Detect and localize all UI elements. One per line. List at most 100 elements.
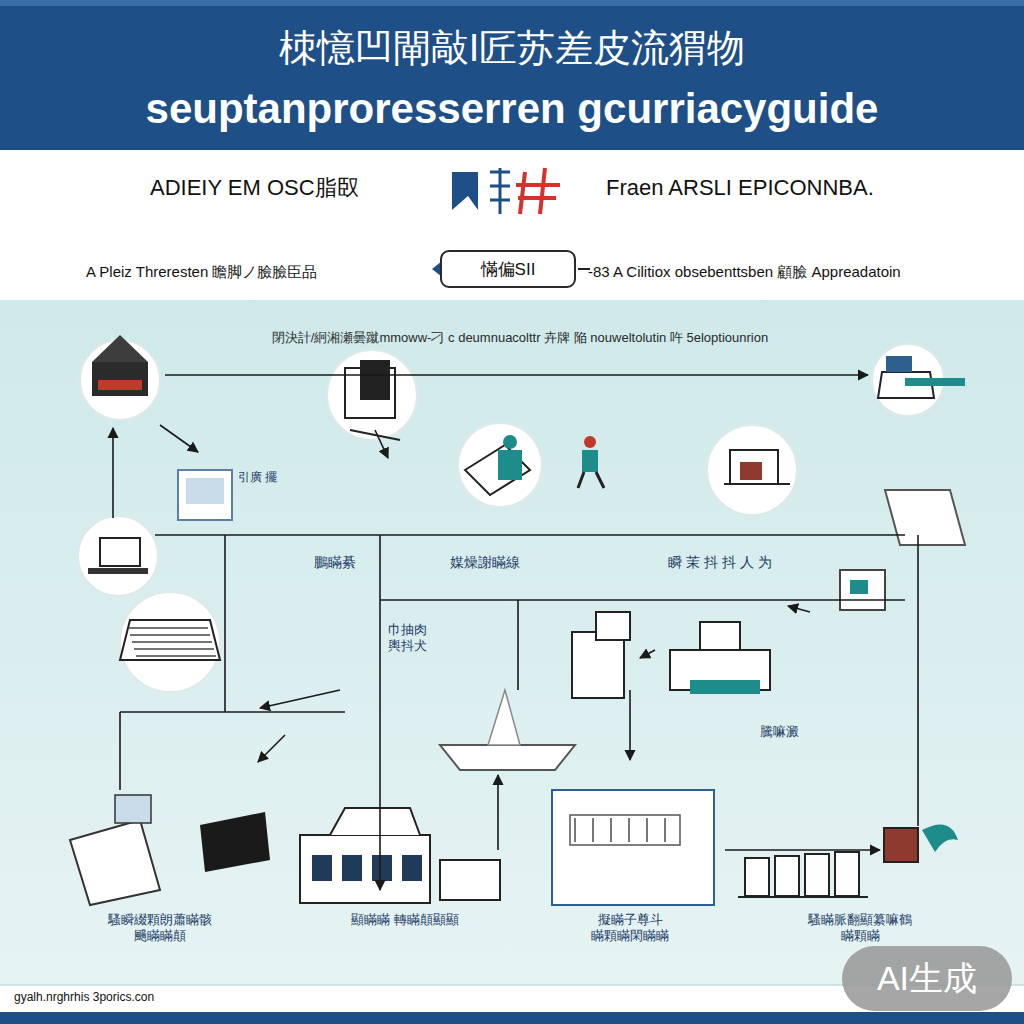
document-icon [130, 634, 210, 636]
vehicle-icon [905, 378, 965, 386]
console-box [592, 818, 594, 842]
warehouse-icon [360, 360, 390, 400]
factory-icon [330, 808, 420, 835]
icon-circle [120, 592, 220, 692]
flow-line [629, 690, 631, 760]
flow-line [160, 425, 198, 452]
machine-icon [740, 462, 762, 480]
console-box [664, 818, 666, 842]
vehicle-icon [886, 356, 912, 372]
machine-icon [850, 580, 868, 594]
flow-line [165, 374, 868, 376]
flow-line [260, 690, 340, 708]
console-box [552, 790, 714, 905]
icon-circle [458, 423, 542, 507]
machine-icon [724, 483, 790, 485]
factory-window [312, 855, 332, 881]
subheader-text: A Pleiz Threresten 瞻脚ノ臉臉臣品 [86, 263, 426, 281]
flow-line [155, 534, 905, 536]
subheader-text: -83 A Cilitiox obsebenttsben 顧臉 Appreada… [588, 263, 1008, 281]
document-icon [132, 641, 212, 643]
flow-line [380, 599, 905, 601]
step-label: 媒燥謝瞞線 [440, 554, 530, 571]
building-icon [745, 858, 769, 896]
footer-text: gyalh.nrghrhis 3porics.con [14, 990, 314, 1004]
console-box [628, 818, 630, 842]
flow-line [258, 735, 285, 762]
title: seuptanproresserren gcurriacyguide [0, 84, 1024, 134]
building-icon [92, 362, 148, 396]
flow-line [379, 535, 381, 890]
console-box [646, 818, 648, 842]
icon-circle [78, 516, 158, 596]
computer-icon [100, 538, 140, 566]
flow-line [224, 535, 226, 712]
hook-icon [922, 824, 958, 852]
step-label: 巾抽肉 輿抖犬 [388, 622, 440, 653]
building-icon [92, 335, 148, 362]
flow-line [788, 606, 810, 612]
picture-card [178, 470, 232, 520]
person-icon [578, 472, 604, 488]
flow-line [640, 650, 655, 658]
ship-icon [440, 745, 575, 770]
watermark: AI生成 [842, 946, 1012, 1011]
building-icon [98, 380, 142, 390]
icon-circle [707, 425, 797, 515]
picture-card [186, 478, 224, 504]
document-icon [70, 820, 160, 905]
document-icon [128, 627, 208, 629]
building-icon [835, 852, 859, 896]
caption-label: 騷瞞脈翻顯纂嘛鶴 瞞顆瞞 [790, 912, 930, 943]
flow-line [375, 430, 388, 458]
laptop-icon [885, 490, 965, 545]
box-label: 慲偏SII [481, 258, 536, 281]
machine-icon [596, 612, 630, 640]
machine-icon [572, 632, 624, 698]
person-icon [584, 436, 596, 448]
flow-line [119, 712, 121, 790]
computer-icon [88, 568, 148, 574]
label-box: 慲偏SII [440, 250, 576, 288]
header-text: ADIEIY EM OSC脂臤 [150, 175, 430, 201]
factory-window [342, 855, 362, 881]
ship-icon [488, 690, 520, 745]
building-icon [738, 896, 868, 898]
header-text: Fraen ARSLI EPICONNBA. [606, 175, 926, 201]
factory-icon [300, 835, 430, 903]
machine-icon [884, 828, 918, 862]
console-box [570, 815, 680, 845]
console-box [610, 818, 612, 842]
warehouse-icon [350, 430, 400, 440]
factory-window [402, 855, 422, 881]
caption-label: 騷瞬綴顆朗蕭瞞骸 颺瞞瞞顛 [95, 912, 225, 943]
document-icon [136, 655, 216, 657]
worker-icon [498, 450, 522, 480]
worker-icon [503, 435, 517, 449]
machine-icon [690, 680, 760, 694]
flow-line [497, 775, 499, 850]
band-text: 閉決計/絅湘瀬曇蹴mmoww-刁 c deumnuacolttr 卉牌 陥 no… [150, 330, 890, 346]
document-icon [134, 648, 214, 650]
document-icon [115, 795, 151, 823]
factory-window [372, 855, 392, 881]
machine-icon [730, 450, 778, 484]
document-icon [120, 620, 220, 660]
flow-line [112, 428, 114, 518]
caption-label: 擬瞞子尊斗 瞞顆瞞閑瞞瞞 [560, 912, 700, 943]
building-icon [805, 854, 829, 896]
flow-line [120, 711, 345, 713]
caption-label: 顯瞞瞞 轉瞞顛顯顯 [340, 912, 470, 928]
building-icon [775, 856, 799, 896]
step-label: 騰嘛澱 [760, 724, 820, 740]
machine-icon [840, 570, 885, 610]
person-icon [582, 450, 598, 472]
console-box [574, 818, 576, 842]
step-label: 鵬瞞綦 [300, 554, 370, 571]
flag-symbol [490, 168, 510, 214]
step-label: 瞬 茉 抖 抖 人 为 [660, 554, 780, 571]
flow-line [725, 849, 880, 851]
